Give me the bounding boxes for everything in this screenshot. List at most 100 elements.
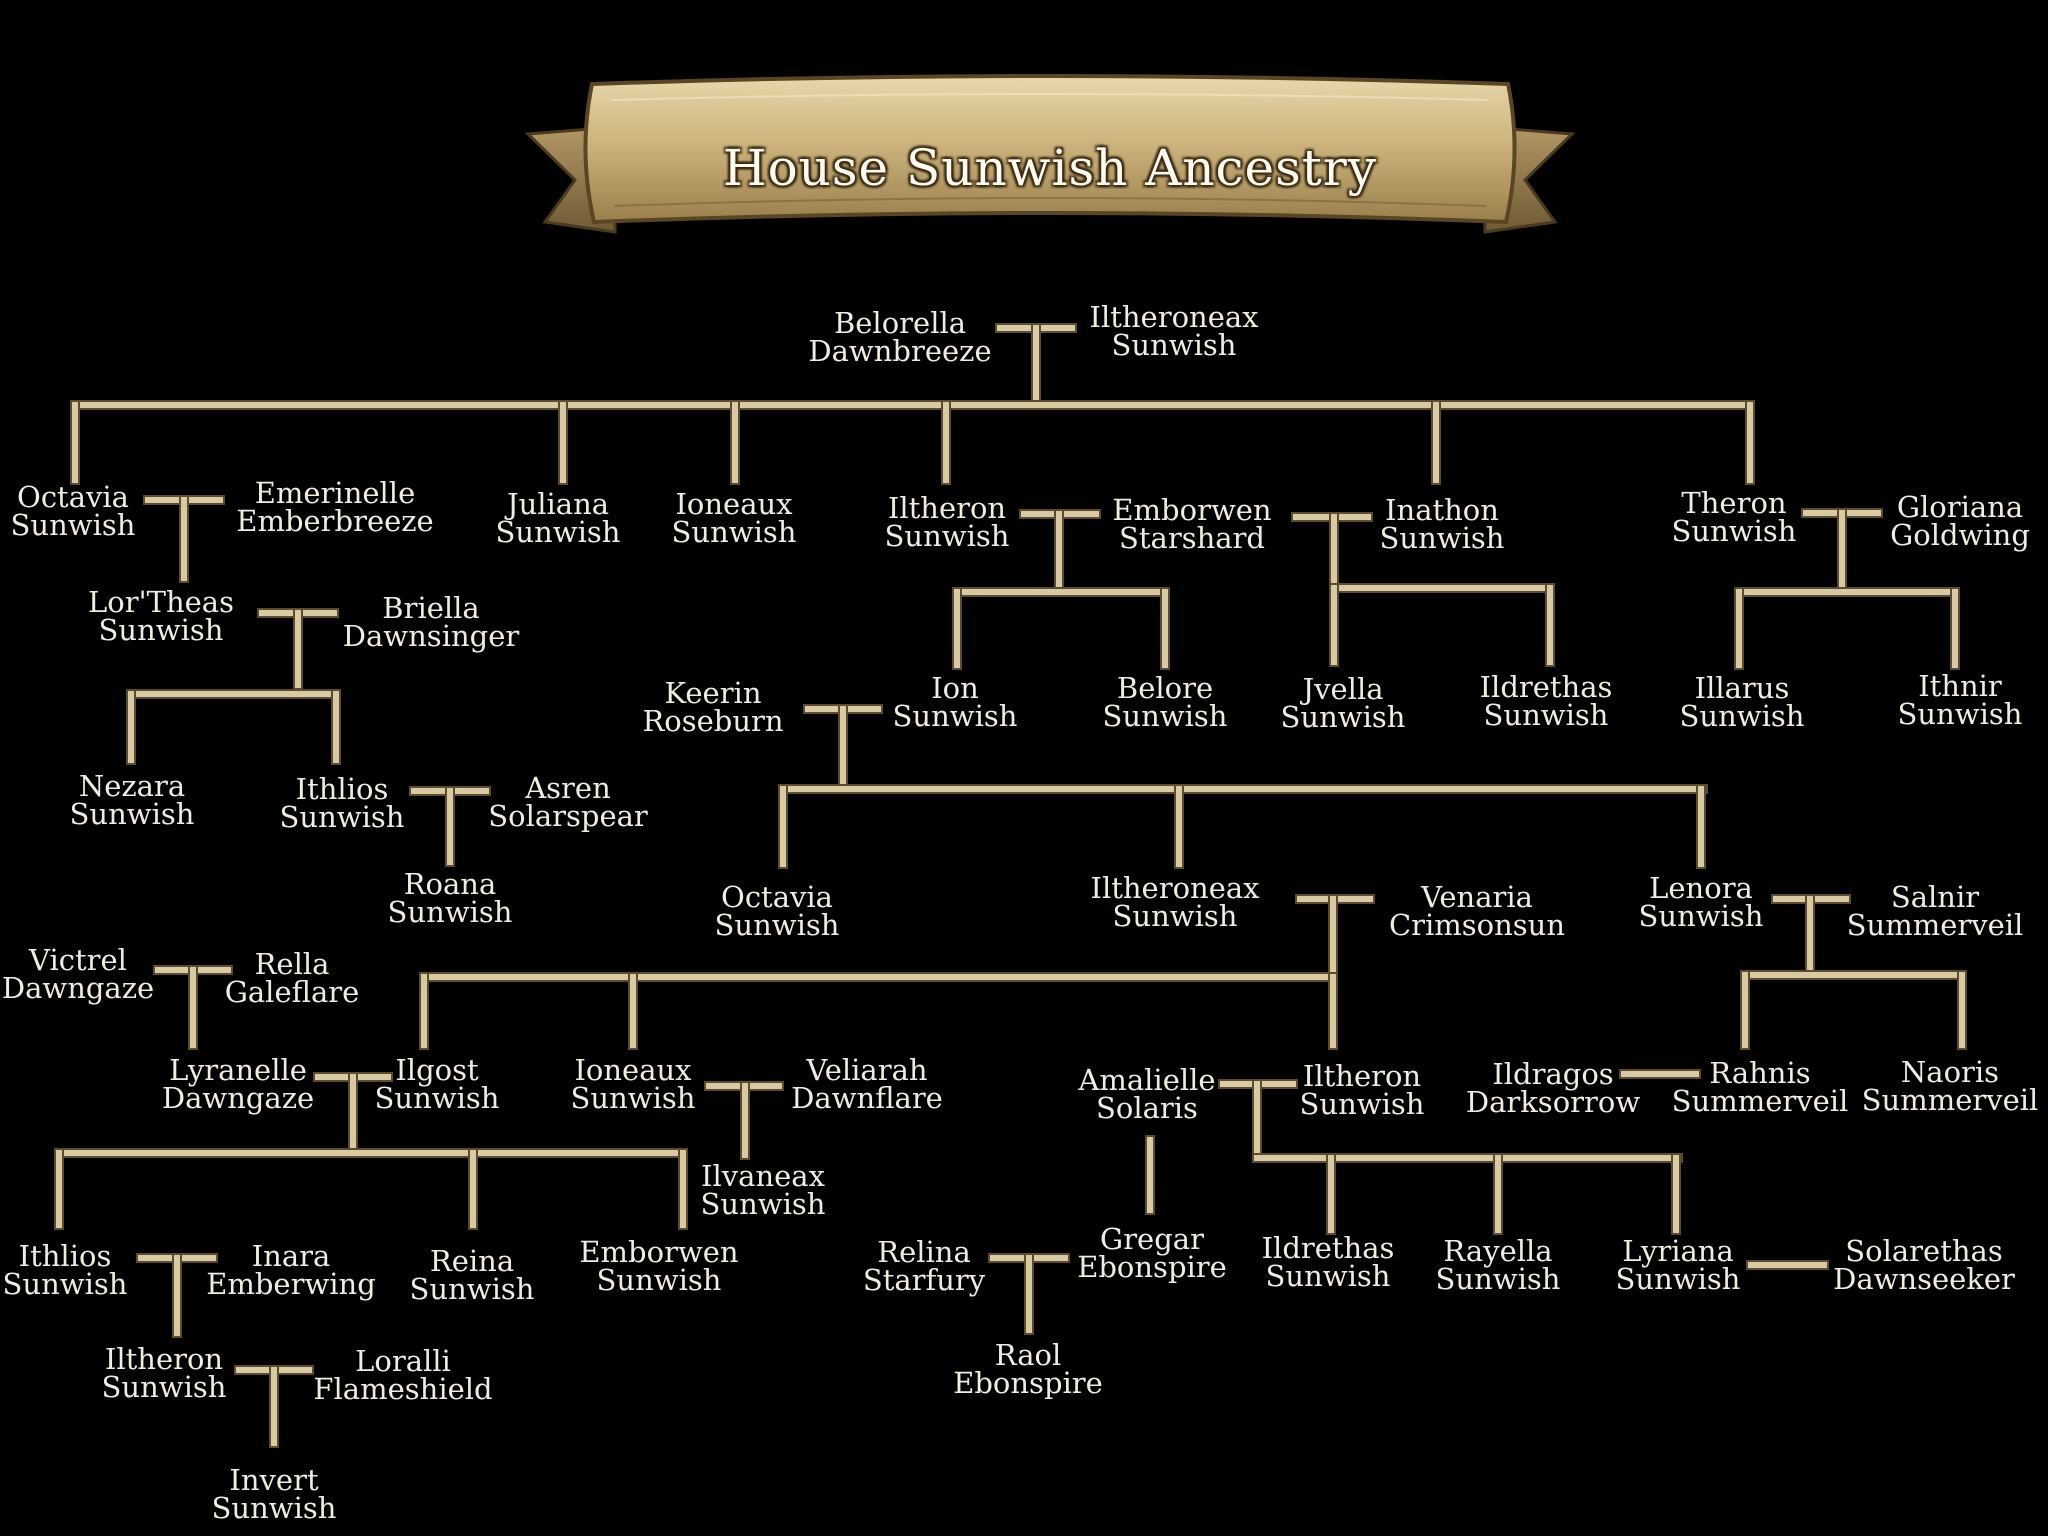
given-name: Emborwen xyxy=(1112,493,1272,527)
family-name: Sunwish xyxy=(1615,1262,1741,1296)
family-name: Sunwish xyxy=(2,1267,128,1301)
family-name: Sunwish xyxy=(101,1370,227,1404)
given-name: Salnir xyxy=(1890,880,1980,914)
family-name: Sunwish xyxy=(211,1491,337,1525)
given-name: Iltheroneax xyxy=(1089,300,1259,334)
family-name: Sunwish xyxy=(409,1272,535,1306)
given-name: Rella xyxy=(254,947,330,981)
given-name: Victrel xyxy=(29,943,127,977)
family-name: Solarspear xyxy=(488,799,648,833)
given-name: Ithlios xyxy=(18,1239,112,1273)
given-name: Octavia xyxy=(721,880,833,914)
given-name: Lenora xyxy=(1649,871,1753,905)
family-name: Sunwish xyxy=(1112,899,1238,933)
given-name: Venaria xyxy=(1421,880,1533,914)
given-name: Loralli xyxy=(355,1344,451,1378)
given-name: Rayella xyxy=(1443,1234,1553,1268)
given-name: Iltheroneax xyxy=(1090,871,1260,905)
family-name: Sunwish xyxy=(714,908,840,942)
title-banner: House Sunwish Ancestry xyxy=(520,72,1580,242)
family-name: Sunwish xyxy=(1299,1087,1425,1121)
family-name: Sunwish xyxy=(387,895,513,929)
given-name: Octavia xyxy=(17,480,129,514)
given-name: Rahnis xyxy=(1709,1056,1811,1090)
family-name: Sunwish xyxy=(98,613,224,647)
family-name: Crimsonsun xyxy=(1388,908,1566,942)
given-name: Ildragos xyxy=(1492,1057,1614,1091)
given-name: Ion xyxy=(931,671,979,705)
family-name: Darksorrow xyxy=(1465,1085,1641,1119)
family-name: Sunwish xyxy=(884,519,1010,553)
family-name: Dawnbreeze xyxy=(808,334,992,368)
given-name: Asren xyxy=(525,771,611,805)
given-name: Emborwen xyxy=(579,1235,739,1269)
given-name: Ilgost xyxy=(395,1053,479,1087)
given-name: Inathon xyxy=(1385,493,1499,527)
family-name: Dawnsinger xyxy=(342,619,520,653)
family-name: Sunwish xyxy=(570,1081,696,1115)
family-name: Sunwish xyxy=(671,515,797,549)
family-name: Goldwing xyxy=(1890,518,2030,552)
given-name: Relina xyxy=(877,1235,971,1269)
family-name: Dawnseeker xyxy=(1833,1262,2015,1296)
family-name: Summerveil xyxy=(1861,1083,2039,1117)
family-name: Summerveil xyxy=(1846,908,2024,942)
given-name: Belorella xyxy=(833,306,967,340)
given-name: Gregar xyxy=(1100,1222,1204,1256)
given-name: Briella xyxy=(382,591,480,625)
given-name: Invert xyxy=(229,1463,319,1497)
family-name: Sunwish xyxy=(1638,899,1764,933)
given-name: Lyriana xyxy=(1622,1234,1734,1268)
given-name: Inara xyxy=(251,1239,331,1273)
given-name: Amalielle xyxy=(1078,1063,1216,1097)
family-name: Sunwish xyxy=(1483,698,1609,732)
family-name: Sunwish xyxy=(10,508,136,542)
given-name: Gloriana xyxy=(1896,490,2024,524)
given-name: Roana xyxy=(403,867,497,901)
family-name: Sunwish xyxy=(1111,328,1237,362)
given-name: Ilvaneax xyxy=(701,1159,825,1193)
family-name: Emberbreeze xyxy=(236,504,434,538)
family-name: Emberwing xyxy=(206,1267,376,1301)
family-name: Sunwish xyxy=(1379,521,1505,555)
family-name: Sunwish xyxy=(1679,699,1805,733)
family-name: Sunwish xyxy=(1897,697,2023,731)
given-name: Theron xyxy=(1681,486,1787,520)
family-name: Starshard xyxy=(1119,521,1265,555)
family-name: Dawngaze xyxy=(161,1081,315,1115)
family-name: Sunwish xyxy=(1265,1259,1391,1293)
given-name: Ioneaux xyxy=(675,487,793,521)
